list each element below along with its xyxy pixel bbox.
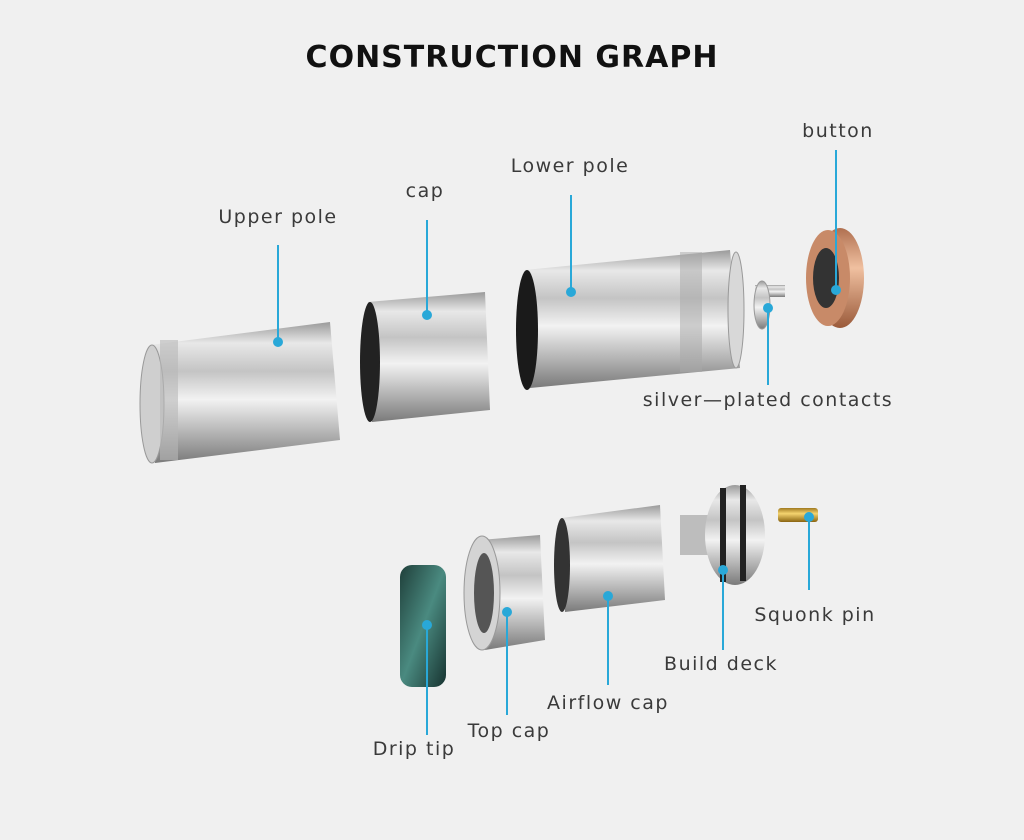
lower-pole-part (516, 250, 745, 390)
airflow-cap-part (554, 505, 665, 612)
label-upper-pole: Upper pole (218, 206, 338, 228)
label-drip-tip: Drip tip (372, 738, 456, 760)
label-top-cap: Top cap (467, 720, 551, 742)
top-cap-part (463, 535, 545, 651)
leader-lines (273, 150, 841, 735)
cap-part (360, 292, 490, 422)
label-silver-plated-contacts: silver—plated contacts (642, 389, 894, 411)
label-cap: cap (405, 180, 445, 202)
label-build-deck: Build deck (664, 653, 778, 675)
label-lower-pole: Lower pole (510, 155, 630, 177)
upper-pole-part (139, 322, 340, 464)
label-squonk-pin: Squonk pin (754, 604, 876, 626)
label-airflow-cap: Airflow cap (547, 692, 669, 714)
build-deck-part (680, 485, 765, 585)
page-title: CONSTRUCTION GRAPH (305, 40, 719, 75)
label-button: button (802, 120, 874, 142)
